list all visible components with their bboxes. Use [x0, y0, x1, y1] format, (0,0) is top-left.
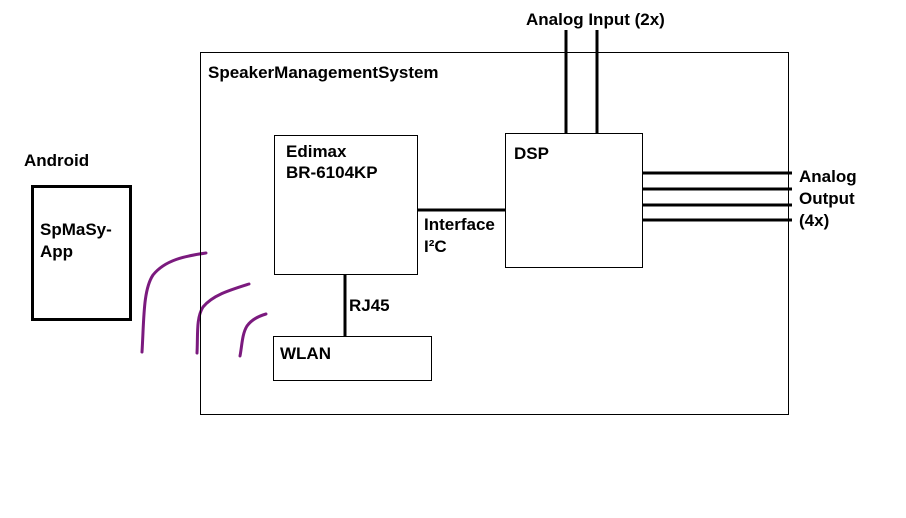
wireless-wave-3: [238, 312, 268, 358]
android-title: Android: [24, 151, 90, 170]
android-device-box: [31, 185, 132, 321]
wireless-wave-2: [195, 282, 251, 355]
router-label-line1: Edimax: [286, 142, 347, 161]
wireless-wave-1: [140, 251, 208, 354]
speaker-management-system-boundary: [200, 52, 789, 415]
interface-label-line1: Interface: [424, 215, 495, 234]
interface-label-line2: I²C: [424, 237, 447, 256]
app-label-line2: App: [40, 242, 74, 261]
dsp-label: DSP: [514, 144, 549, 163]
router-box: [274, 135, 418, 275]
analog-output-label-line2: Output: [799, 189, 855, 208]
analog-output-label-line3: (4x): [799, 211, 830, 230]
wlan-label: WLAN: [280, 344, 331, 363]
rj45-label: RJ45: [349, 296, 390, 315]
app-label-line1: SpMaSy-: [40, 220, 112, 239]
router-label-line2: BR-6104KP: [286, 163, 378, 182]
analog-output-label-line1: Analog: [799, 167, 857, 186]
dsp-box: [505, 133, 643, 268]
wlan-box: [273, 336, 432, 381]
analog-input-label: Analog Input (2x): [526, 10, 665, 29]
system-title: SpeakerManagementSystem: [208, 63, 439, 82]
